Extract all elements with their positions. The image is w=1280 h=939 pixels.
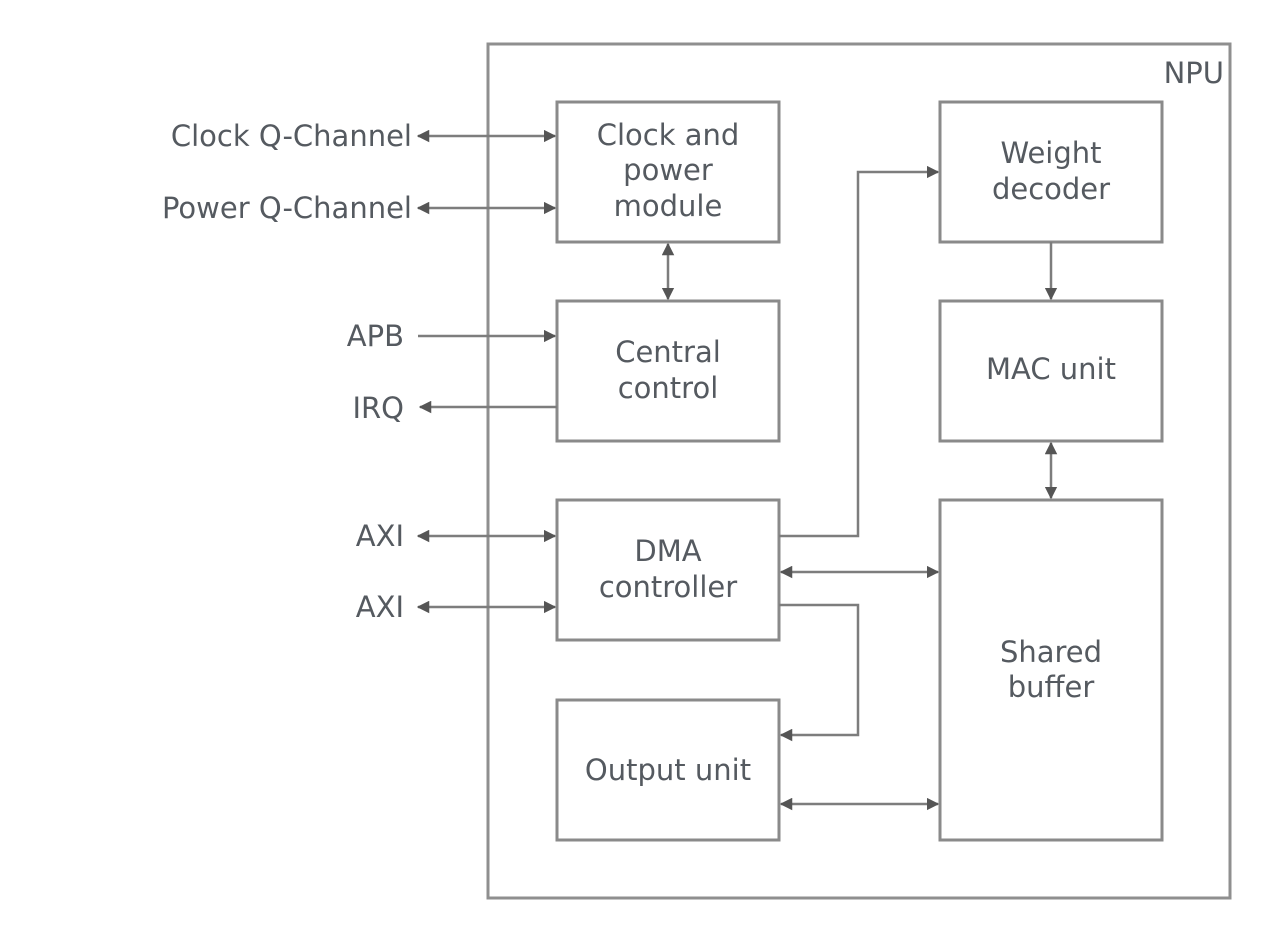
block-label-line: Central xyxy=(615,335,721,369)
block-label-line: decoder xyxy=(992,172,1110,206)
block-output-unit: Output unit xyxy=(555,698,781,842)
block-shared-buffer: Shared buffer xyxy=(938,498,1164,842)
block-label-line: control xyxy=(618,371,719,405)
block-label-line: controller xyxy=(599,570,737,604)
signal-power-q-channel: Power Q-Channel xyxy=(162,191,412,225)
block-dma-controller: DMA controller xyxy=(555,498,781,642)
signal-axi-1: AXI xyxy=(356,519,404,553)
block-central-control: Central control xyxy=(555,299,781,443)
npu-title: NPU xyxy=(1164,56,1224,90)
block-label-line: Weight xyxy=(1000,136,1101,170)
block-clock-power-module: Clock and power module xyxy=(555,100,781,244)
wire-dma-to-weight-decoder xyxy=(779,165,940,538)
block-label-line: buffer xyxy=(1008,670,1095,704)
signal-irq: IRQ xyxy=(352,391,404,425)
block-label-line: module xyxy=(614,189,723,223)
block-label-line: power xyxy=(623,153,713,187)
signal-clock-q-channel: Clock Q-Channel xyxy=(171,119,412,153)
block-label-line: Clock and xyxy=(597,118,740,152)
signal-apb: APB xyxy=(347,319,404,353)
wire-dma-to-output-unit xyxy=(779,603,860,742)
block-mac-unit: MAC unit xyxy=(938,299,1164,443)
block-label-line: MAC unit xyxy=(986,352,1116,386)
block-label-line: Output unit xyxy=(585,753,751,787)
block-weight-decoder: Weight decoder xyxy=(938,100,1164,244)
signal-axi-2: AXI xyxy=(356,590,404,624)
block-label-line: Shared xyxy=(1000,635,1102,669)
block-label-line: DMA xyxy=(634,534,701,568)
